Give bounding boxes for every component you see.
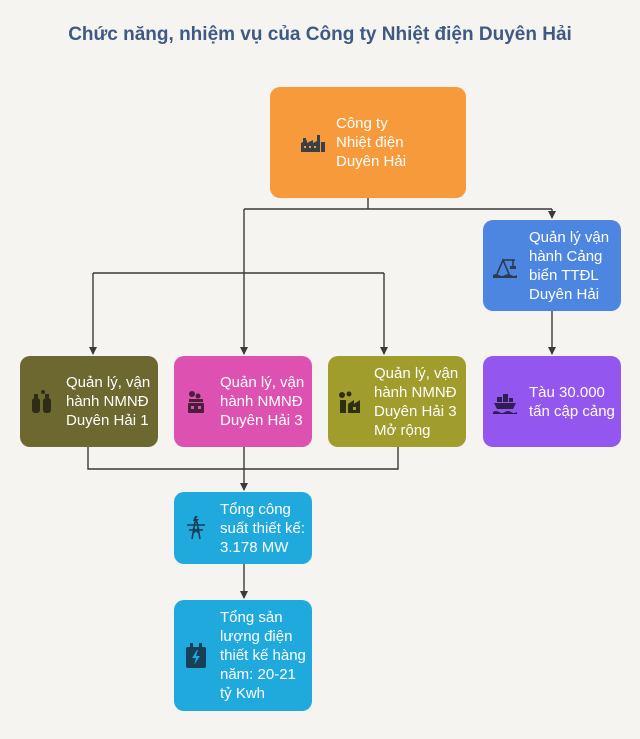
node-dh3-label: Quản lý, vận hành NMNĐ Duyên Hải 3 (220, 374, 305, 429)
node-ship-label: Tàu 30.000 tấn cập cảng (529, 383, 615, 420)
node-ship-docking[interactable]: Tàu 30.000 tấn cập cảng (483, 356, 621, 447)
node-total-capacity[interactable]: Tổng công suất thiết kế: 3.178 MW (174, 492, 312, 564)
factory-icon (300, 132, 326, 154)
port-crane-icon (493, 254, 517, 278)
node-port-label: Quản lý vận hành Cảng biển TTĐL Duyên Hả… (529, 228, 610, 303)
diagram-title: Chức năng, nhiệm vụ của Công ty Nhiệt đi… (68, 24, 572, 45)
node-dh1-label: Quản lý, vận hành NMNĐ Duyên Hải 1 (66, 374, 151, 429)
node-port-management[interactable]: Quản lý vận hành Cảng biển TTĐL Duyên Hả… (483, 220, 621, 311)
power-tower-icon (184, 516, 208, 540)
node-dh1-management[interactable]: Quản lý, vận hành NMNĐ Duyên Hải 1 (20, 356, 158, 447)
node-dh3ext-label: Quản lý, vận hành NMNĐ Duyên Hải 3 Mở rộ… (374, 364, 459, 439)
power-plant-icon (184, 390, 208, 414)
node-dh3-extension-management[interactable]: Quản lý, vận hành NMNĐ Duyên Hải 3 Mở rộ… (328, 356, 466, 447)
node-dh3-management[interactable]: Quản lý, vận hành NMNĐ Duyên Hải 3 (174, 356, 312, 447)
node-output-label: Tổng sản lượng điện thiết kế hàng năm: 2… (220, 609, 306, 702)
node-annual-output[interactable]: Tổng sản lượng điện thiết kế hàng năm: 2… (174, 600, 312, 711)
battery-bolt-icon (184, 642, 208, 669)
ship-icon (493, 390, 517, 414)
plant-expansion-icon (338, 390, 362, 414)
connector-merge-bar (87, 447, 399, 470)
node-company[interactable]: Công ty Nhiệt điện Duyên Hải (270, 87, 466, 198)
node-company-label: Công ty Nhiệt điện Duyên Hải (336, 115, 407, 170)
gas-cylinders-icon (30, 389, 54, 414)
node-capacity-label: Tổng công suất thiết kế: 3.178 MW (220, 500, 306, 556)
